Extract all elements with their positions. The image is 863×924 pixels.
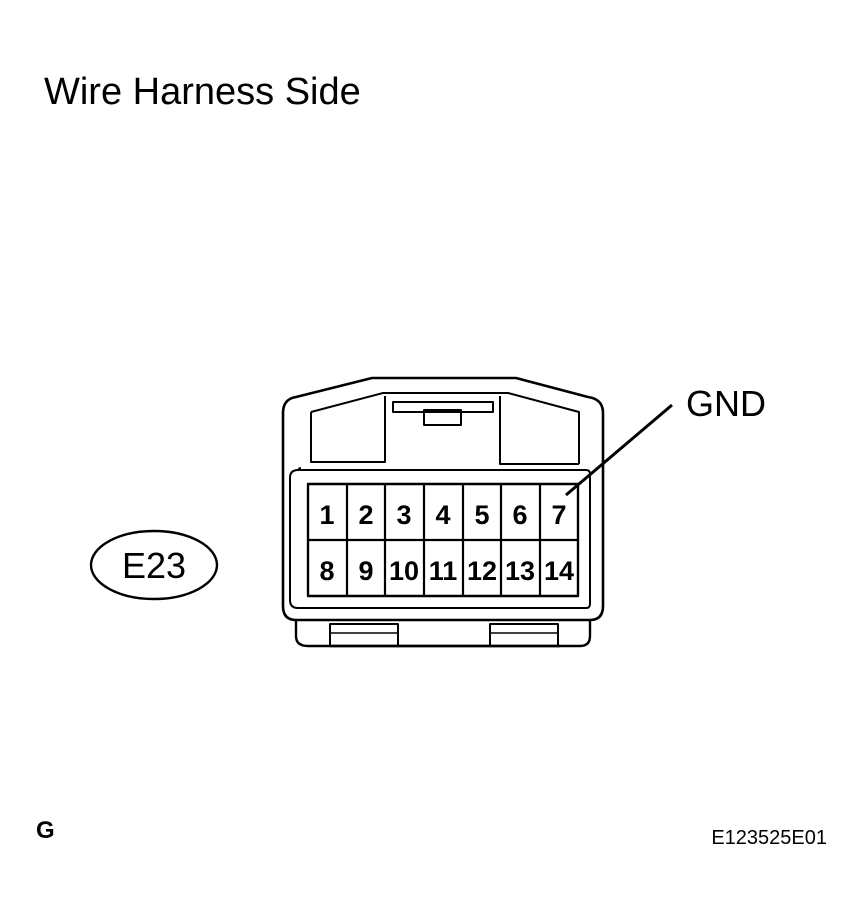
connector-id-badge: E23: [89, 529, 219, 601]
connector-id-label: E23: [122, 545, 186, 586]
pin-label: 9: [358, 556, 373, 586]
pin-label: 12: [467, 556, 497, 586]
figure-code: E123525E01: [711, 827, 827, 849]
connector-body: [281, 376, 605, 648]
pin-label: 8: [319, 556, 334, 586]
pin-label: 1: [319, 500, 334, 530]
pin-label: 3: [396, 500, 411, 530]
diagram-title: Wire Harness Side: [44, 71, 361, 113]
pin-label: 14: [544, 556, 574, 586]
gnd-leader-line: [565, 403, 673, 497]
pin-label: 13: [505, 556, 535, 586]
pin-label: 11: [429, 556, 458, 586]
pin-label: 5: [474, 500, 489, 530]
pin-label: 4: [435, 500, 450, 530]
pin-label: 2: [358, 500, 373, 530]
pin-row-bottom: 8 9 10 11 12 13 14: [319, 556, 574, 586]
pin-label: 6: [512, 500, 527, 530]
footer-mark: G: [36, 817, 55, 844]
pin-label: 10: [389, 556, 419, 586]
gnd-callout-label: GND: [686, 383, 766, 424]
pin-row-top: 1 2 3 4 5 6 7: [319, 500, 566, 530]
pin-label: 7: [551, 500, 566, 530]
